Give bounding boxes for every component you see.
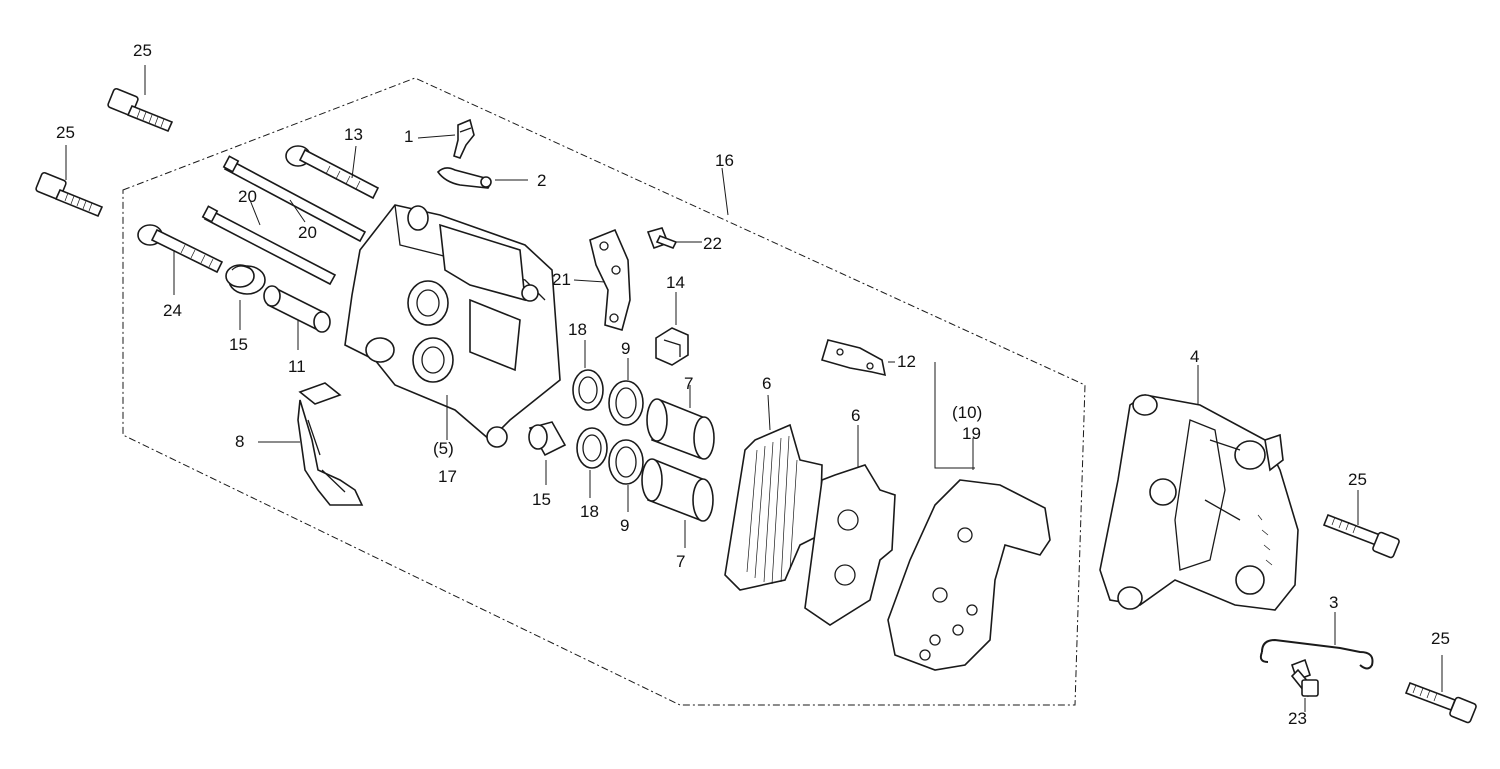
callout-24: 24 xyxy=(163,301,182,320)
callout-4: 4 xyxy=(1190,347,1200,366)
callout-8: 8 xyxy=(235,432,245,451)
bolt-24 xyxy=(137,224,224,274)
brake-pad-6-left xyxy=(724,423,823,591)
pin-20-lower xyxy=(201,205,337,286)
callout-16: 16 xyxy=(715,151,734,170)
callout-5: (5) xyxy=(433,439,454,458)
caliper-body-5 xyxy=(344,204,561,448)
callout-2: 2 xyxy=(537,171,547,190)
callout-17: 17 xyxy=(438,467,457,486)
callout-20: 20 xyxy=(238,187,257,206)
bolt-13 xyxy=(285,145,380,200)
bleeder-cap-2 xyxy=(436,167,492,189)
bolt-23 xyxy=(1290,658,1319,698)
pin-20-upper xyxy=(222,155,367,243)
bolt-25-right-lower xyxy=(1404,681,1477,724)
callout-15: 15 xyxy=(532,490,551,509)
leader-16 xyxy=(721,167,729,216)
callout-13: 13 xyxy=(344,125,363,144)
assembly-16-boundary xyxy=(122,77,1086,706)
callout-6: 6 xyxy=(851,406,861,425)
callout-23: 23 xyxy=(1288,709,1307,728)
leader-21 xyxy=(573,279,606,283)
callout-9: 9 xyxy=(621,339,631,358)
callout-11: 11 xyxy=(288,357,306,376)
callout-20: 20 xyxy=(298,223,317,242)
piston-seal-9-lower xyxy=(608,439,644,485)
callout-18: 18 xyxy=(568,320,587,339)
dust-boot-15-mid xyxy=(528,421,567,457)
callout-7: 7 xyxy=(684,374,694,393)
leader-20a xyxy=(249,199,261,226)
callout-6: 6 xyxy=(762,374,772,393)
callout-19: 19 xyxy=(962,424,981,443)
pad-retainer-12 xyxy=(821,339,887,377)
callout-15: 15 xyxy=(229,335,248,354)
bolt-25-top-left xyxy=(107,87,174,133)
callout-25: 25 xyxy=(133,41,152,60)
sleeve-11 xyxy=(263,285,331,333)
piston-seal-9-upper xyxy=(608,380,644,426)
dust-seal-18-lower xyxy=(576,427,608,469)
callout-14: 14 xyxy=(666,273,685,292)
callout-9: 9 xyxy=(620,516,630,535)
bleeder-valve-1 xyxy=(453,118,475,159)
piston-7-lower xyxy=(641,458,714,522)
callout-18: 18 xyxy=(580,502,599,521)
callout-25: 25 xyxy=(56,123,75,142)
callout-10: (10) xyxy=(952,403,983,422)
leader-12-to-19 xyxy=(934,362,975,469)
caliper-bracket-19 xyxy=(887,479,1051,671)
piston-7-upper xyxy=(646,398,715,460)
pad-spring-8 xyxy=(297,382,364,506)
callout-25: 25 xyxy=(1348,470,1367,489)
callout-7: 7 xyxy=(676,552,686,571)
callout-12: 12 xyxy=(897,352,916,371)
dust-boot-15-left xyxy=(225,264,266,295)
leader-6a xyxy=(767,394,771,431)
dust-seal-18-upper xyxy=(572,369,604,411)
leader-20b xyxy=(289,199,306,223)
brake-pad-6-right xyxy=(804,464,896,626)
bolt-25-right-upper xyxy=(1322,513,1400,559)
callout-3: 3 xyxy=(1329,593,1339,612)
callout-1: 1 xyxy=(404,127,414,146)
leader-13 xyxy=(351,145,357,179)
hose-clamp-wire-3 xyxy=(1259,638,1374,670)
callout-22: 22 xyxy=(703,234,722,253)
callout-21: 21 xyxy=(552,270,571,289)
bracket-21 xyxy=(589,228,631,331)
leader-1 xyxy=(417,134,456,139)
pin-bolt-14 xyxy=(655,327,689,366)
bolt-22 xyxy=(646,227,678,250)
callout-25: 25 xyxy=(1431,629,1450,648)
bolt-25-mid-left xyxy=(35,171,104,218)
caliper-assembly-4 xyxy=(1099,394,1299,611)
